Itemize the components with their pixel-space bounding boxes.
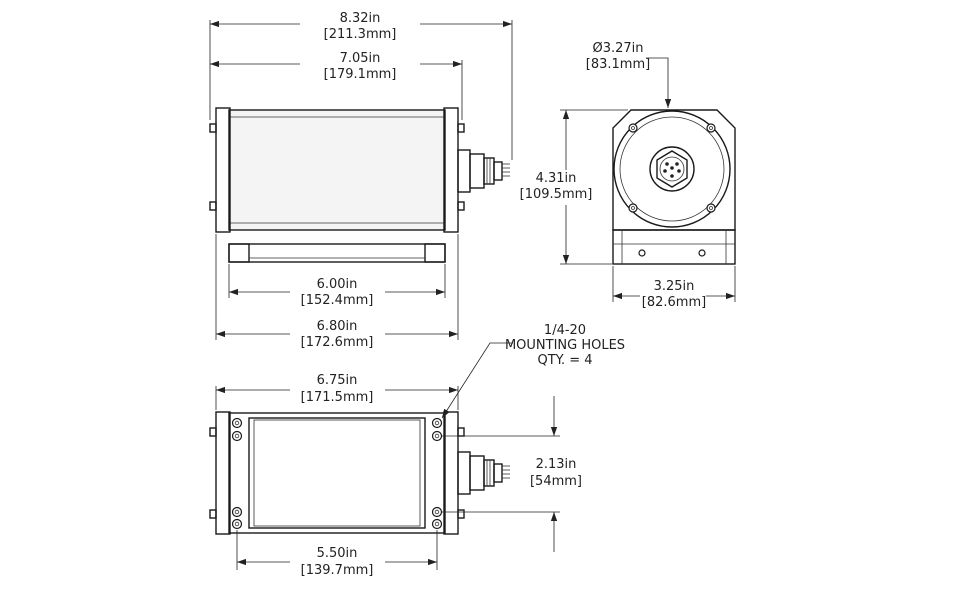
dim-endtoend-in: 6.80in <box>317 319 358 334</box>
dim-body-mm: [179.1mm] <box>324 67 397 82</box>
dim-holes-width-mm: [54mm] <box>530 474 582 489</box>
callout-line3: QTY. = 4 <box>537 353 592 368</box>
connector-bottom <box>457 451 510 495</box>
dim-height-in: 4.31in <box>536 171 577 186</box>
end-view: Ø3.27in [83.1mm] 4.31in [109.5mm] 3.25in… <box>520 41 736 310</box>
dim-width-in: 3.25in <box>654 279 695 294</box>
callout-line2: MOUNTING HOLES <box>505 338 625 353</box>
dim-holes-length-mm: [139.7mm] <box>301 563 374 578</box>
dim-base-in: 6.00in <box>317 277 358 292</box>
side-view: 8.32in [211.3mm] 7.05in [179.1mm] 6.00in… <box>209 11 513 350</box>
dim-overall-mm: [211.3mm] <box>324 27 397 42</box>
dim-holes-width-in: 2.13in <box>536 457 577 472</box>
dim-diameter-mm: [83.1mm] <box>586 57 650 72</box>
dim-endtoend-mm: [172.6mm] <box>301 335 374 350</box>
dim-height-mm: [109.5mm] <box>520 187 593 202</box>
dim-base-mm: [152.4mm] <box>301 293 374 308</box>
dim-overall-in: 8.32in <box>340 11 381 26</box>
callout-line1: 1/4-20 <box>544 323 586 338</box>
dim-holes-length-in: 5.50in <box>317 546 358 561</box>
dim-body-in: 7.05in <box>340 51 381 66</box>
dim-width-mm: [82.6mm] <box>642 295 706 310</box>
dim-bottom-in: 6.75in <box>317 373 358 388</box>
dim-bottom-mm: [171.5mm] <box>301 390 374 405</box>
connector-face <box>649 146 695 192</box>
bottom-view: 1/4-20 MOUNTING HOLES QTY. = 4 6.75in [1… <box>209 323 625 578</box>
connector <box>457 149 510 193</box>
dim-diameter-in: Ø3.27in <box>592 41 643 56</box>
